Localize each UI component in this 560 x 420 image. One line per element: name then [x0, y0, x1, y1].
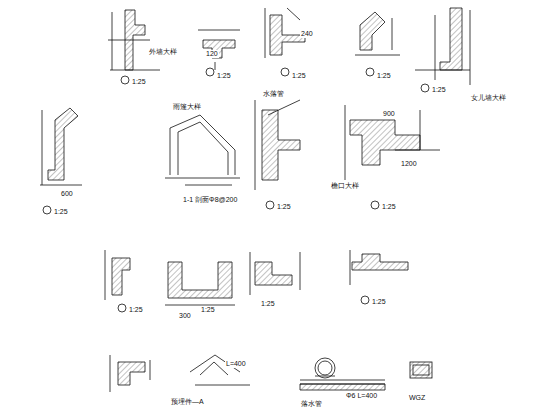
drawing-label: 1:25: [128, 306, 144, 314]
drawing-label: 女儿墙大样: [470, 94, 507, 102]
drawing-label: 1:25: [381, 203, 397, 211]
drawing-label: 1:25: [131, 78, 147, 86]
drawing-label: 1:25: [291, 72, 307, 80]
drawing-label: 240: [300, 30, 314, 38]
drawing-label: 1:25: [53, 208, 69, 216]
drawing-label: 1200: [400, 160, 418, 168]
drawing-label: 雨篷大样: [172, 103, 202, 111]
drawing-label: 1:25: [216, 72, 232, 80]
drawing-label: 1:25: [431, 86, 447, 94]
drawing-label: 外墙大样: [148, 48, 178, 56]
drawing-label: 预埋件—A: [170, 398, 205, 406]
drawing-label: Φ6 L=400: [345, 392, 378, 400]
drawing-label: 300: [178, 312, 192, 320]
drawing-label: 1:25: [200, 306, 216, 314]
drawing-label: 900: [382, 110, 396, 118]
drawing-label: 水落管: [262, 90, 285, 98]
drawing-label: 1:25: [276, 203, 292, 211]
drawing-label: 1:25: [371, 298, 387, 306]
drawing-label: 落水管: [300, 400, 323, 408]
drawing-label: 600: [60, 190, 74, 198]
drawing-label: 1:25: [376, 72, 392, 80]
drawing-label: 1-1 剖面Φ8@200: [182, 196, 238, 204]
drawing-label: WGZ: [408, 394, 426, 402]
drawing-label: 檐口大样: [330, 182, 360, 190]
drawing-label: L=400: [225, 360, 247, 368]
drawing-label: 120: [205, 50, 219, 58]
drawing-label: 1:25: [260, 300, 276, 308]
